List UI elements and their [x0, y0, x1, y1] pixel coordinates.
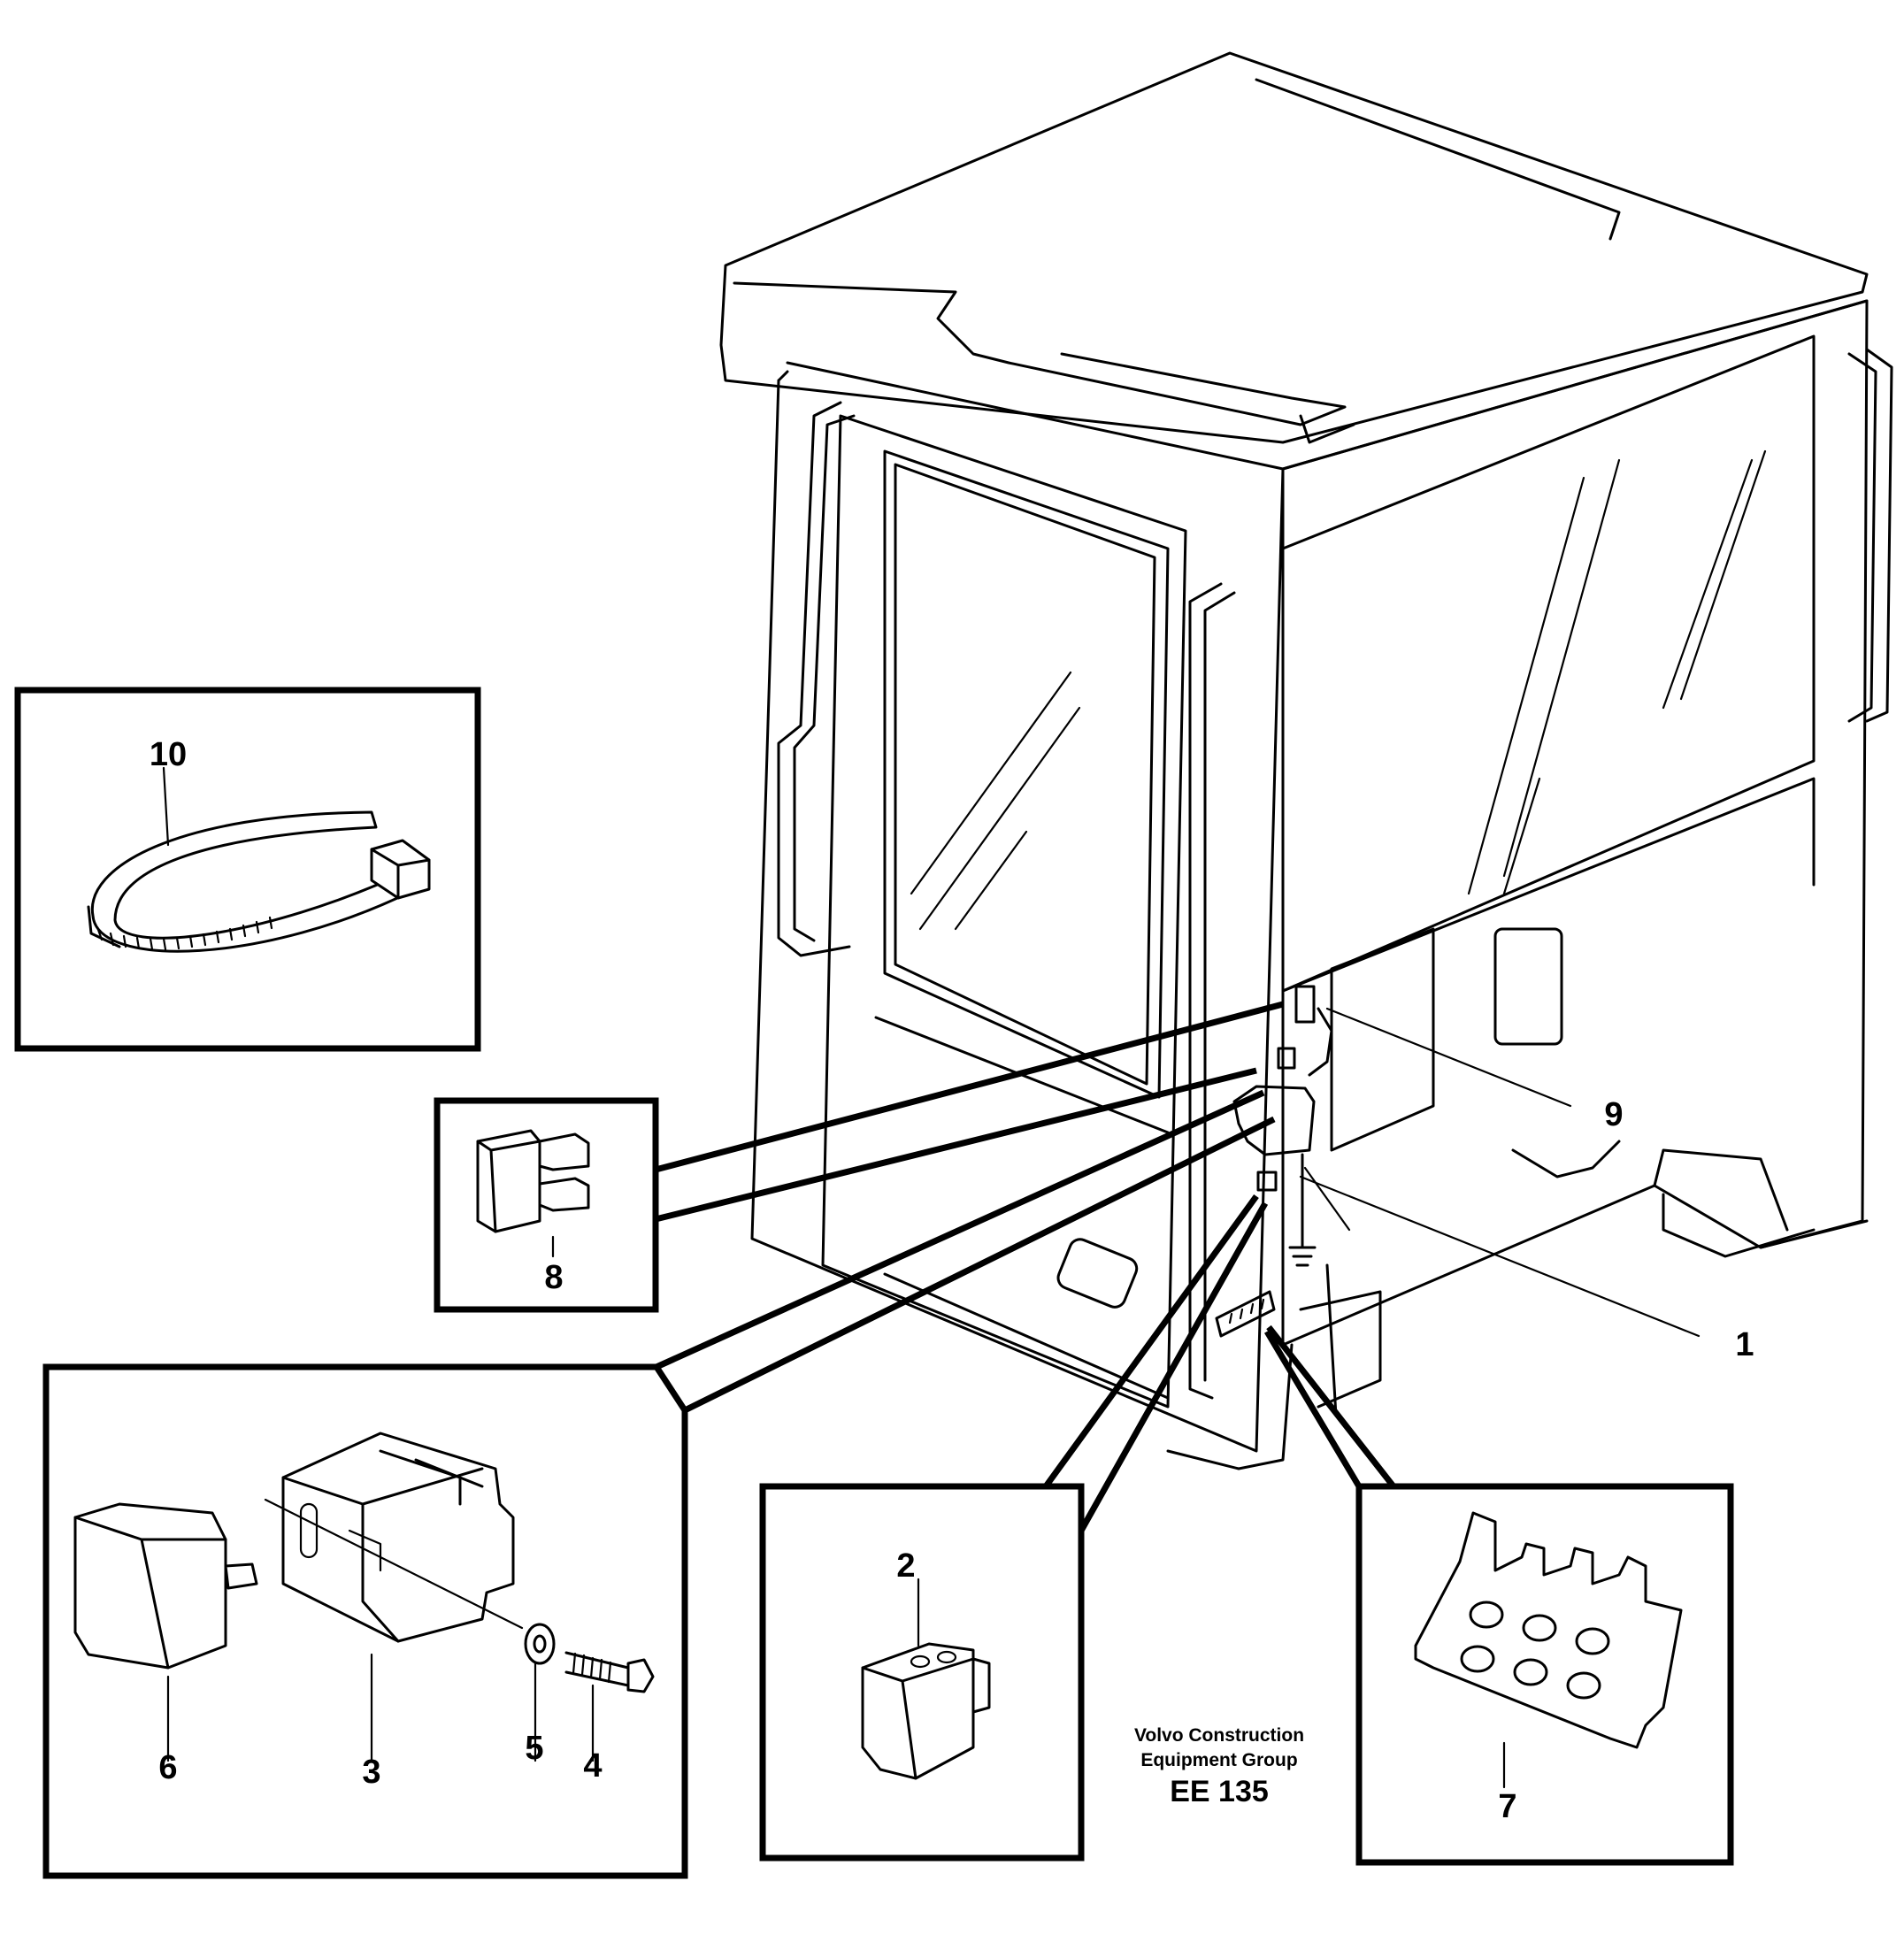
leader-8b	[655, 1067, 1257, 1223]
callout-10: 10	[150, 736, 187, 773]
callout-4: 4	[583, 1747, 602, 1785]
cable-bracket	[1414, 1511, 1683, 1749]
leader-8a	[655, 1001, 1284, 1173]
relay-socket	[281, 1432, 515, 1643]
cab-front-side	[1281, 299, 1869, 1347]
footer-drawing-code: EE 135	[1170, 1775, 1269, 1808]
callout-2: 2	[896, 1547, 915, 1585]
callout-9: 9	[1604, 1096, 1623, 1133]
detail-box-fuse	[434, 1097, 659, 1313]
cable-bracket-on-cab	[1215, 1290, 1276, 1338]
front-window	[1281, 334, 1816, 993]
cable-tie-head	[370, 839, 431, 900]
relay-on-cab	[1277, 1047, 1296, 1070]
connector-on-cab	[1256, 1171, 1278, 1192]
cab-roof	[719, 51, 1869, 444]
electrical-compartment	[1330, 927, 1435, 1152]
callout-7: 7	[1498, 1788, 1516, 1825]
leader-6	[683, 1116, 1276, 1414]
side-reflector	[1493, 927, 1563, 1046]
callout-8: 8	[544, 1259, 563, 1296]
footer-company-line2: Equipment Group	[1140, 1750, 1297, 1770]
cable-tie	[90, 810, 418, 953]
callout-6: 6	[158, 1749, 177, 1786]
leader-1b	[1303, 1166, 1351, 1232]
leader-9	[1325, 1007, 1572, 1108]
callout-5: 5	[525, 1730, 543, 1767]
callout-labels: 10 8 9 1 6 3 5 4 2 7	[150, 736, 1754, 1825]
detail-box-bracket	[1355, 1483, 1734, 1866]
footer-company-line1: Volvo Construction	[1134, 1725, 1304, 1746]
callout-3: 3	[362, 1754, 380, 1791]
door-handle-plate	[1056, 1238, 1139, 1309]
relay-socket-on-cab	[1232, 1085, 1316, 1156]
callout-1: 1	[1735, 1326, 1754, 1363]
cab-left-side	[750, 379, 1285, 1453]
drawing-reference: Volvo Construction Equipment Group EE 13…	[1134, 1725, 1304, 1808]
detail-box-relay	[42, 1363, 688, 1879]
detail-box-connector	[759, 1483, 1085, 1862]
detail-box-cable-tie	[14, 687, 481, 1052]
washer	[524, 1623, 556, 1665]
door-grab-rail	[1188, 582, 1223, 1400]
leader-2b	[1078, 1201, 1269, 1534]
screw	[564, 1651, 630, 1687]
leader-1	[1299, 1175, 1701, 1338]
right-grab-rail	[1847, 352, 1877, 723]
left-grab-rail	[777, 401, 851, 957]
fuse-on-cab	[1294, 985, 1316, 1024]
